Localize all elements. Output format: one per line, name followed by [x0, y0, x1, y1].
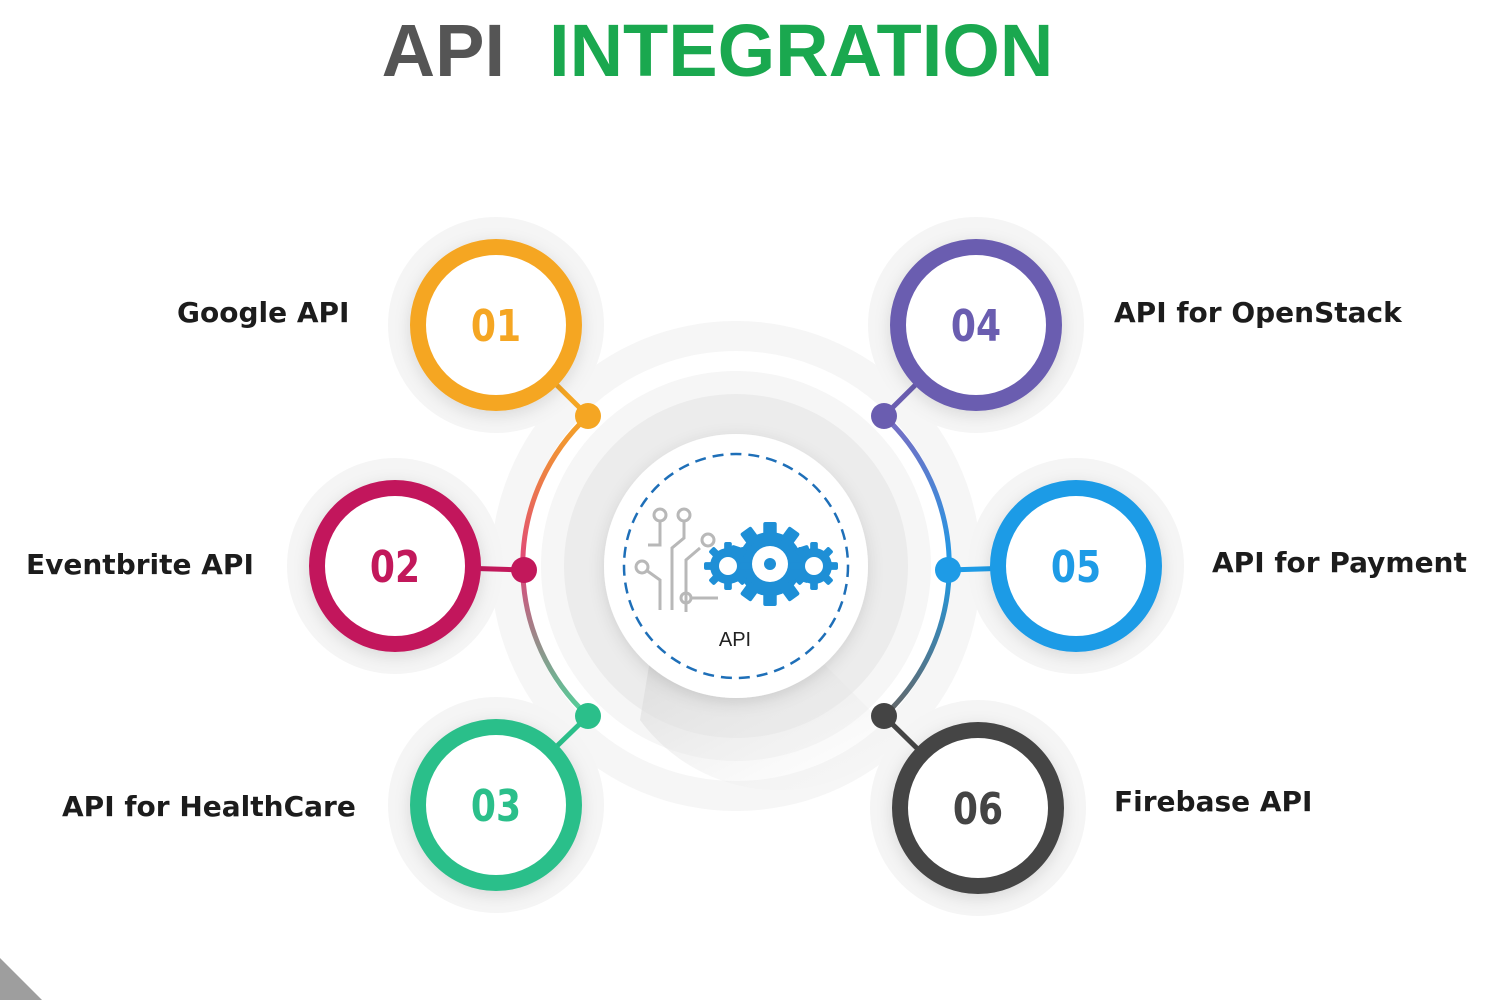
- node-inner: [329, 500, 461, 632]
- node-number: 01: [471, 302, 521, 352]
- circuit-icon: [634, 507, 718, 612]
- title-part-api: API: [381, 9, 506, 92]
- api-label-06: Firebase API: [1114, 785, 1313, 818]
- node-number: 03: [471, 782, 521, 832]
- gears-icon: [704, 522, 838, 606]
- gear-small-right: [790, 542, 838, 590]
- api-node-04: 04: [868, 217, 1084, 433]
- center-dashed-ring: [622, 452, 850, 680]
- api-node-05: 05: [935, 458, 1184, 674]
- gear-center-dot: [764, 558, 776, 570]
- api-label-03: API for HealthCare: [62, 790, 356, 823]
- corner-decoration: [0, 958, 42, 1000]
- page-title: API INTEGRATION: [0, 8, 1435, 93]
- node-junction-dot: [575, 403, 601, 429]
- node-number: 05: [1051, 543, 1101, 593]
- node-number: 04: [951, 302, 1001, 352]
- node-inner: [912, 742, 1044, 874]
- api-node-01: 01: [388, 217, 604, 433]
- node-inner: [910, 259, 1042, 391]
- node-junction-dot: [511, 557, 537, 583]
- node-inner: [430, 259, 562, 391]
- node-inner: [1010, 500, 1142, 632]
- api-label-01: Google API: [177, 296, 350, 329]
- node-inner: [430, 739, 562, 871]
- title-part-integration: INTEGRATION: [549, 9, 1054, 92]
- center-label: API: [719, 629, 751, 651]
- node-junction-dot: [575, 703, 601, 729]
- api-node-03: 03: [388, 697, 604, 913]
- node-junction-dot: [935, 557, 961, 583]
- api-label-04: API for OpenStack: [1114, 296, 1402, 329]
- gear-small-left: [704, 542, 752, 590]
- api-label-05: API for Payment: [1212, 546, 1467, 579]
- node-junction-dot: [871, 703, 897, 729]
- node-number: 06: [953, 785, 1003, 835]
- node-junction-dot: [871, 403, 897, 429]
- node-number: 02: [370, 543, 420, 593]
- api-label-02: Eventbrite API: [26, 548, 254, 581]
- api-node-06: 06: [870, 700, 1086, 916]
- api-node-02: 02: [287, 458, 537, 674]
